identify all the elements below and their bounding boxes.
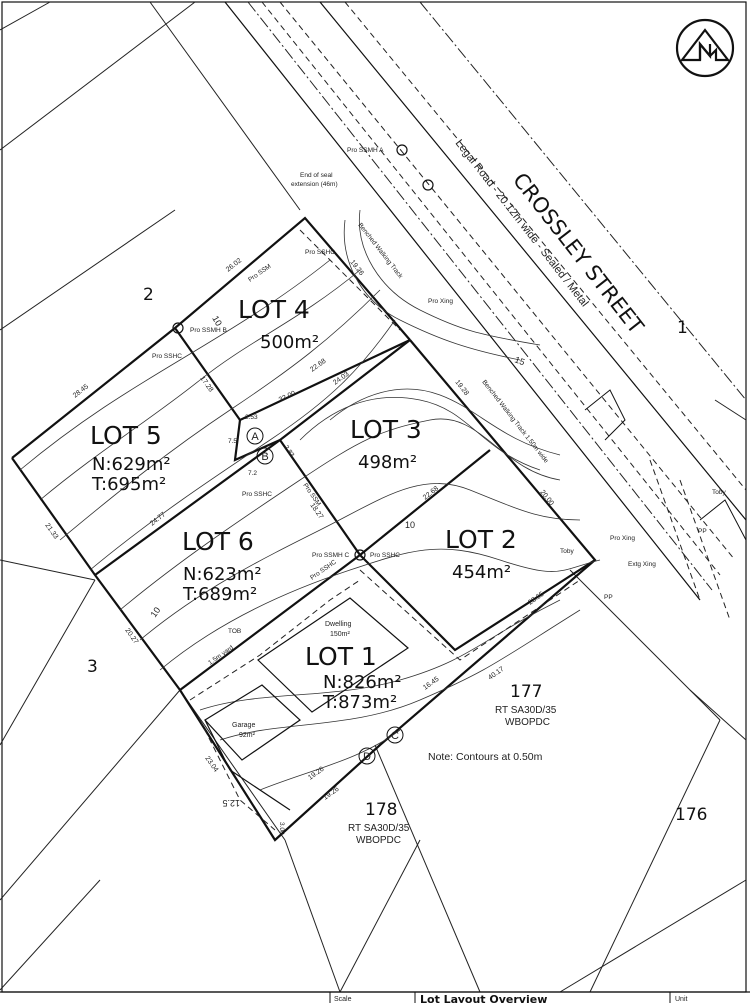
manhole-a [396, 144, 408, 156]
pro-ssm-1: Pro SSM [247, 263, 272, 284]
title-fragment: Lot Layout Overview [420, 993, 547, 1003]
dim-16-45: 16.45 [422, 676, 440, 692]
tob-label: TOB [228, 628, 241, 635]
dim-18-27: 18.27 [308, 502, 324, 520]
dim-24-68: 22.68 [309, 358, 327, 374]
parcel-2: 2 [143, 285, 154, 305]
dim-17-28: 17.28 [198, 375, 214, 393]
dwelling-label: Dwelling [325, 621, 352, 628]
parcel-176: 176 [675, 805, 707, 825]
dim-23-04: 23.04 [203, 755, 219, 773]
parcel-177: 177 [510, 682, 542, 702]
dwelling-area: 150m² [330, 631, 351, 638]
lot5-total: T:695m² [91, 474, 166, 495]
marker-b: B [261, 451, 268, 463]
seal-extension: extension (46m) [291, 181, 338, 188]
lot1-label: LOT 1 [305, 642, 377, 671]
lot6-label: LOT 6 [182, 527, 254, 556]
garage-area: 92m² [239, 732, 256, 739]
contour-lines [19, 209, 601, 791]
parcel-3: 3 [87, 657, 98, 677]
marker-d: D [363, 751, 371, 763]
dim-20-00: 20.00 [538, 489, 554, 507]
benched-track-2: Benched Walking Track 1.50m wide [480, 379, 549, 465]
parcel-178-org: WBOPDC [356, 835, 401, 846]
pro-ssmh-a: Pro SSMH A [347, 147, 384, 154]
dim-21-33: 21.33 [43, 522, 59, 540]
garage-outline [204, 684, 301, 761]
lot2-area: 454m² [452, 562, 511, 583]
contour-labels: 10 10 10 15 12.5 [148, 314, 526, 808]
structures [204, 597, 409, 811]
pp-1: PP [698, 528, 707, 535]
dim-2-83: 2.83 [282, 444, 295, 459]
lot2-label: LOT 2 [445, 525, 517, 554]
manhole-c [354, 549, 366, 561]
parcel-177-rt: RT SA30D/35 [495, 705, 557, 716]
parcel-1: 1 [677, 318, 688, 338]
easement-lines [189, 229, 581, 831]
parcel-178-rt: RT SA30D/35 [348, 823, 410, 834]
garage-label: Garage [232, 722, 255, 729]
extg-xing: Extg Xing [628, 561, 656, 568]
lot3-label: LOT 3 [350, 415, 422, 444]
pro-ssmh-b: Pro SSMH B [190, 327, 227, 334]
lot5-label: LOT 5 [90, 421, 162, 450]
contour-10-b: 10 [405, 520, 415, 530]
street-name: CROSSLEY STREET [508, 168, 648, 338]
contour-15: 15 [513, 354, 526, 367]
title-block: Scale Lot Layout Overview Unit [0, 991, 750, 1003]
pro-sshc-5: Pro SSHC [309, 559, 338, 582]
parcel-178: 178 [365, 800, 397, 820]
pro-sshc-1: Pro SSHC [152, 353, 182, 360]
dim-32-00: 32.00 [278, 390, 297, 404]
lot-boundaries [11, 216, 597, 842]
lot4-area: 500m² [260, 332, 319, 353]
manholes [172, 144, 434, 561]
bcld-label: 3.00 [278, 822, 285, 835]
lot6-total: T:689m² [182, 584, 257, 605]
dim-19-26-b: 19.26 [307, 766, 325, 782]
lot3-area: 498m² [358, 452, 417, 473]
lot5-net: N:629m² [92, 454, 171, 475]
manhole-existing [422, 179, 434, 191]
marker-c: C [391, 730, 399, 742]
pro-sshc-3: Pro SSHC [242, 491, 272, 498]
lot4-label: LOT 4 [238, 295, 310, 324]
markers: A B C D [246, 427, 404, 765]
title-right: Unit [675, 996, 688, 1003]
contour-10-c: 10 [210, 314, 224, 328]
pro-sshc-4: Pro SSHC [370, 552, 400, 559]
dim-26-02: 26.02 [225, 257, 243, 273]
contour-10-a: 10 [148, 605, 162, 619]
north-arrow-icon [675, 18, 735, 78]
toby-1: Toby [712, 489, 726, 496]
yard-label: 1.5m yard [207, 644, 235, 667]
pro-xing-1: Pro Xing [610, 535, 635, 542]
end-of-seal: End of seal [300, 172, 333, 179]
lot1-total: T:873m² [322, 692, 397, 713]
toby-2: Toby [560, 548, 574, 555]
pp-2: PP [604, 594, 613, 601]
pro-sshc-2: Pro SSHC [305, 249, 335, 256]
dim-7-5: 7.5 [228, 438, 237, 445]
lot6-net: N:623m² [183, 564, 262, 585]
marker-a: A [251, 431, 259, 443]
dim-2-53: 2.53 [245, 414, 258, 421]
road-corridor [224, 1, 747, 621]
dim-7-2: 7.2 [248, 470, 257, 477]
contour-note: Note: Contours at 0.50m [428, 751, 543, 763]
manhole-b [172, 322, 184, 334]
contour-12-5: 12.5 [222, 798, 240, 808]
dim-40-17: 40.17 [487, 666, 505, 682]
title-scale: Scale [334, 996, 352, 1003]
pro-xing-2: Pro Xing [428, 298, 453, 305]
parcel-177-org: WBOPDC [505, 717, 550, 728]
dwelling-outline [257, 597, 409, 713]
lot1-net: N:826m² [323, 672, 402, 693]
pro-ssmh-c: Pro SSMH C [312, 552, 350, 559]
